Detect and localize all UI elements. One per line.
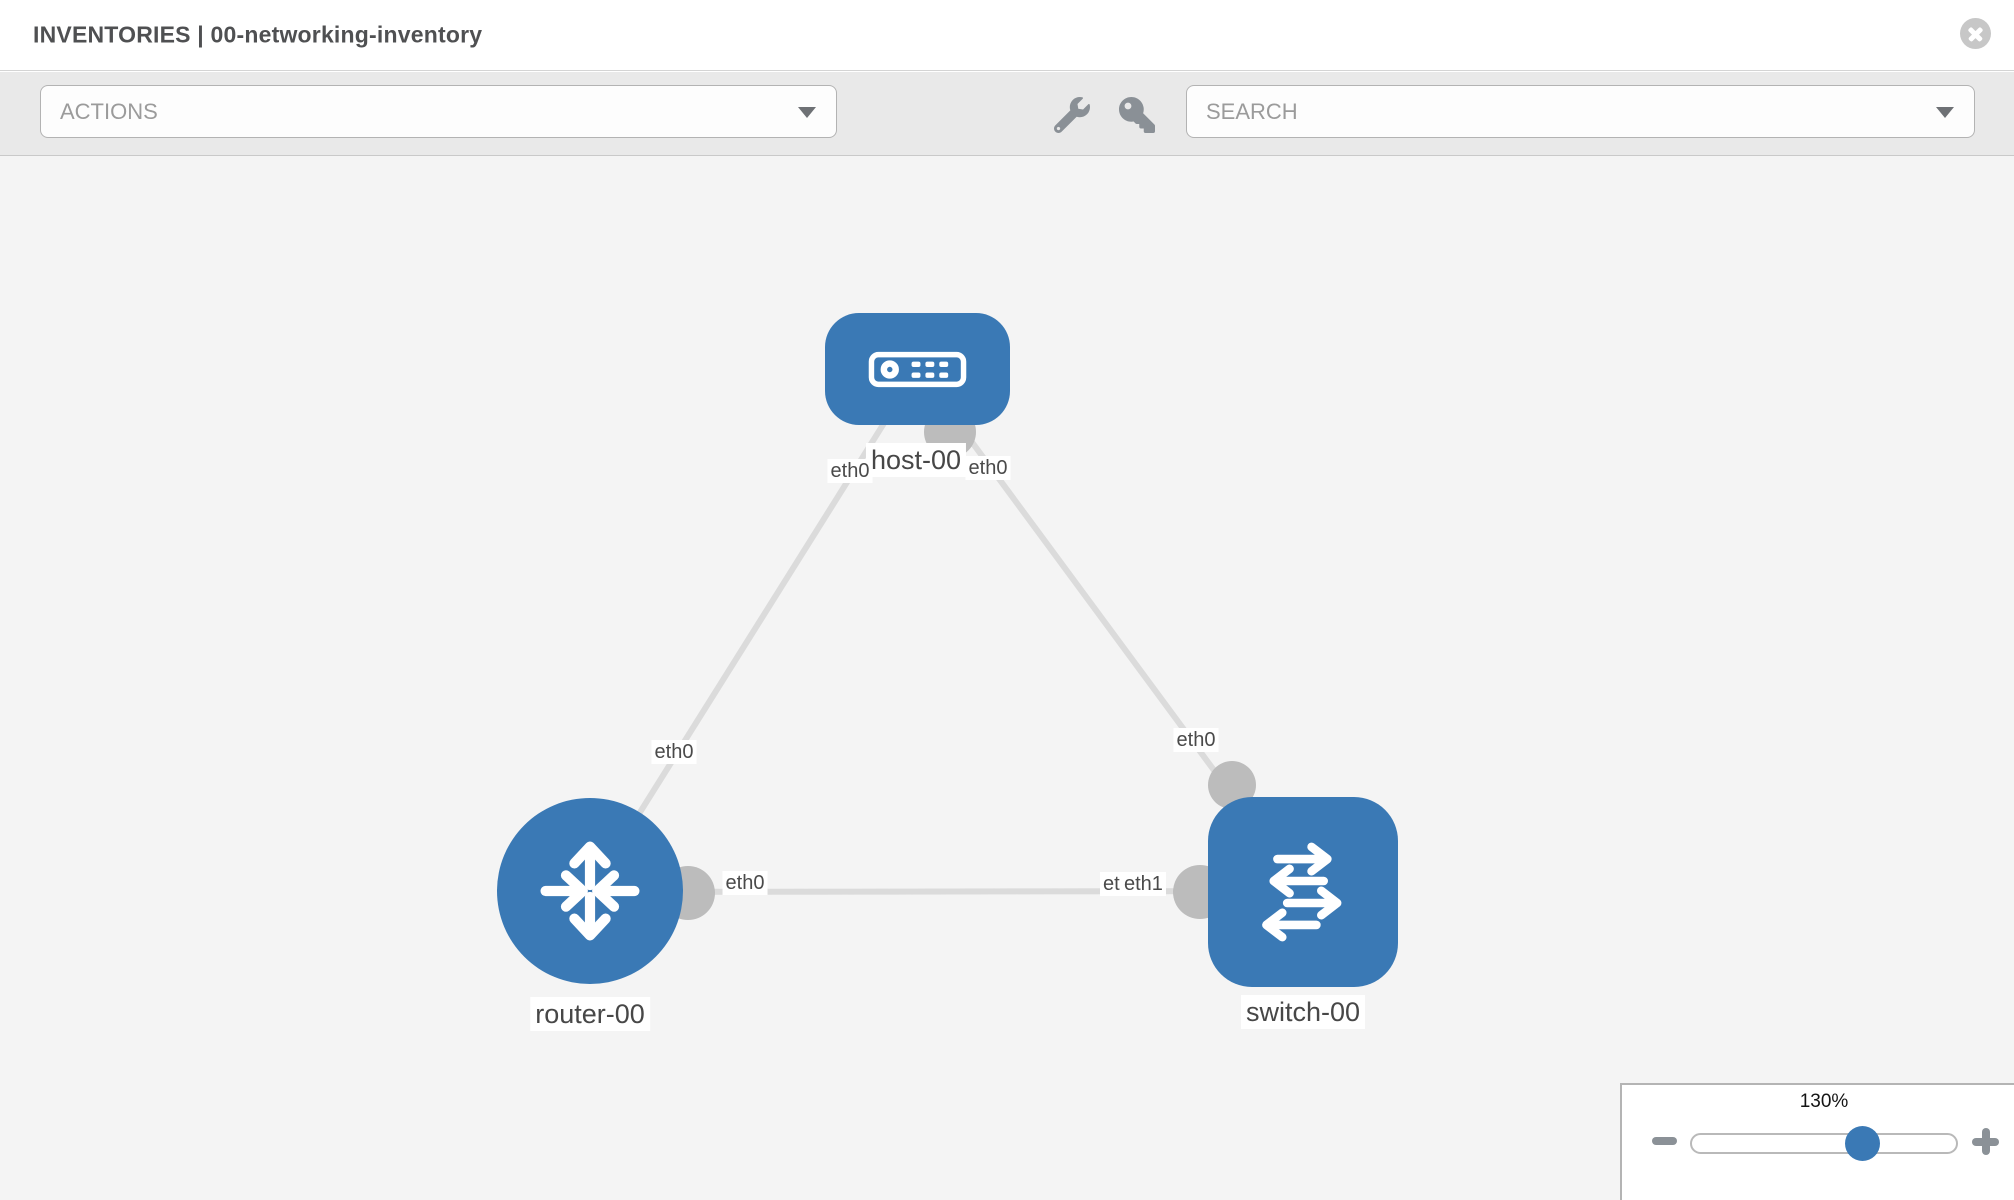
wrench-icon[interactable] xyxy=(1054,97,1090,133)
iface-label: eth0 xyxy=(827,459,873,483)
zoom-out-button[interactable] xyxy=(1652,1137,1677,1145)
node-label-switch: switch-00 xyxy=(1240,995,1366,1029)
node-label-router: router-00 xyxy=(530,997,650,1031)
router-arrows-icon xyxy=(530,831,650,951)
node-label-host: host-00 xyxy=(865,443,967,477)
chevron-down-icon xyxy=(1936,106,1954,118)
key-icon[interactable] xyxy=(1119,97,1155,133)
zoom-slider-handle[interactable] xyxy=(1845,1126,1880,1161)
server-icon xyxy=(868,351,967,388)
close-button[interactable] xyxy=(1960,18,1991,49)
link-host-router xyxy=(587,367,921,894)
iface-label: eth0 xyxy=(722,871,768,895)
iface-label: eth0 xyxy=(651,740,697,764)
iface-label: eth0 xyxy=(965,456,1011,480)
page-title: INVENTORIES | 00-networking-inventory xyxy=(33,21,483,48)
topology-canvas[interactable]: host-00 router-00 switch-00 eth0 eth0 et… xyxy=(0,156,2014,1200)
zoom-slider-track[interactable] xyxy=(1690,1133,1958,1154)
topology-edges xyxy=(587,367,1306,895)
zoom-in-button[interactable] xyxy=(1972,1128,1999,1155)
toolbar: ACTIONS SEARCH xyxy=(0,72,2014,156)
node-host-00[interactable] xyxy=(825,313,1010,425)
switch-arrows-icon xyxy=(1242,831,1364,953)
header: INVENTORIES | 00-networking-inventory xyxy=(0,0,2014,71)
node-router-00[interactable] xyxy=(497,798,683,984)
close-icon xyxy=(1960,18,1991,49)
actions-dropdown[interactable]: ACTIONS xyxy=(40,85,837,138)
search-dropdown[interactable]: SEARCH xyxy=(1186,85,1975,138)
search-dropdown-label: SEARCH xyxy=(1206,98,1298,124)
chevron-down-icon xyxy=(798,106,816,118)
iface-label: eth1 xyxy=(1121,872,1166,896)
iface-label: eth0 xyxy=(1173,728,1219,752)
actions-dropdown-label: ACTIONS xyxy=(60,98,158,124)
zoom-control-panel: 130% xyxy=(1620,1083,2014,1200)
zoom-level: 130% xyxy=(1799,1091,1849,1112)
node-switch-00[interactable] xyxy=(1208,797,1398,987)
